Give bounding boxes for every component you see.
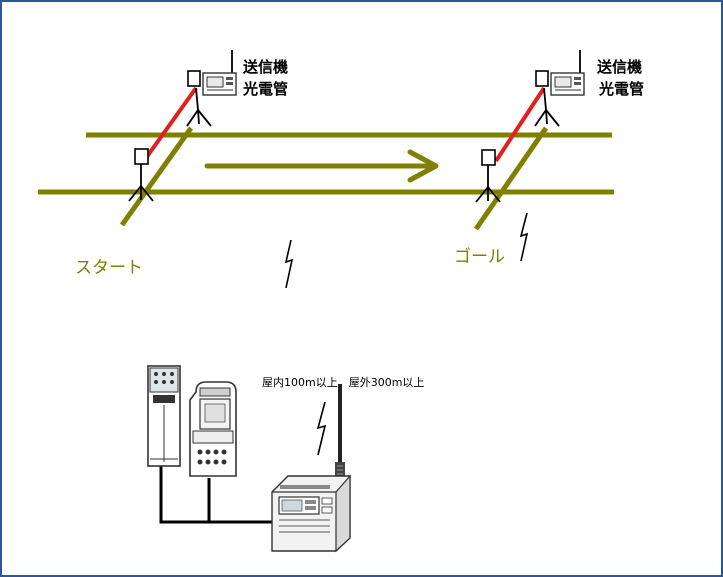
goal-device-label-2: 光電管 xyxy=(598,80,644,98)
start-beam xyxy=(144,86,198,160)
tripod-icon xyxy=(475,165,501,203)
photocell-icon xyxy=(535,70,549,87)
transmitter-icon xyxy=(550,50,585,96)
tripod-icon xyxy=(186,87,212,127)
antenna-icon xyxy=(335,384,345,478)
photocell-icon xyxy=(134,148,149,165)
wireless-signal-icon xyxy=(316,401,327,456)
goal-device-label-1: 送信機 xyxy=(596,58,642,76)
goal-station: 送信機 光電管 ゴール xyxy=(454,50,644,267)
goal-beam xyxy=(494,86,546,163)
photocell-icon xyxy=(481,149,496,166)
cable xyxy=(159,466,280,524)
wireless-signal-icon xyxy=(284,239,294,289)
goal-label: ゴール xyxy=(454,246,505,267)
goal-line xyxy=(473,126,549,231)
photocell-controller-icon xyxy=(147,365,181,467)
start-station: 送信機 光電管 スタート xyxy=(75,50,288,278)
photocell-icon xyxy=(187,70,201,87)
wireless-signal-icon xyxy=(519,212,529,262)
start-device-label-1: 送信機 xyxy=(242,58,288,76)
tripod-icon xyxy=(128,164,154,202)
timer-printer-icon xyxy=(189,381,237,477)
transmitter-icon xyxy=(202,50,237,96)
start-device-label-2: 光電管 xyxy=(242,80,288,98)
track xyxy=(38,126,614,231)
start-line xyxy=(119,126,194,227)
tripod-icon xyxy=(534,87,560,127)
direction-arrow-icon xyxy=(204,149,439,183)
receiver-unit-icon xyxy=(271,474,351,553)
start-label: スタート xyxy=(75,258,143,278)
range-label: 屋内100m以上、屋外300m以上 xyxy=(262,375,424,389)
